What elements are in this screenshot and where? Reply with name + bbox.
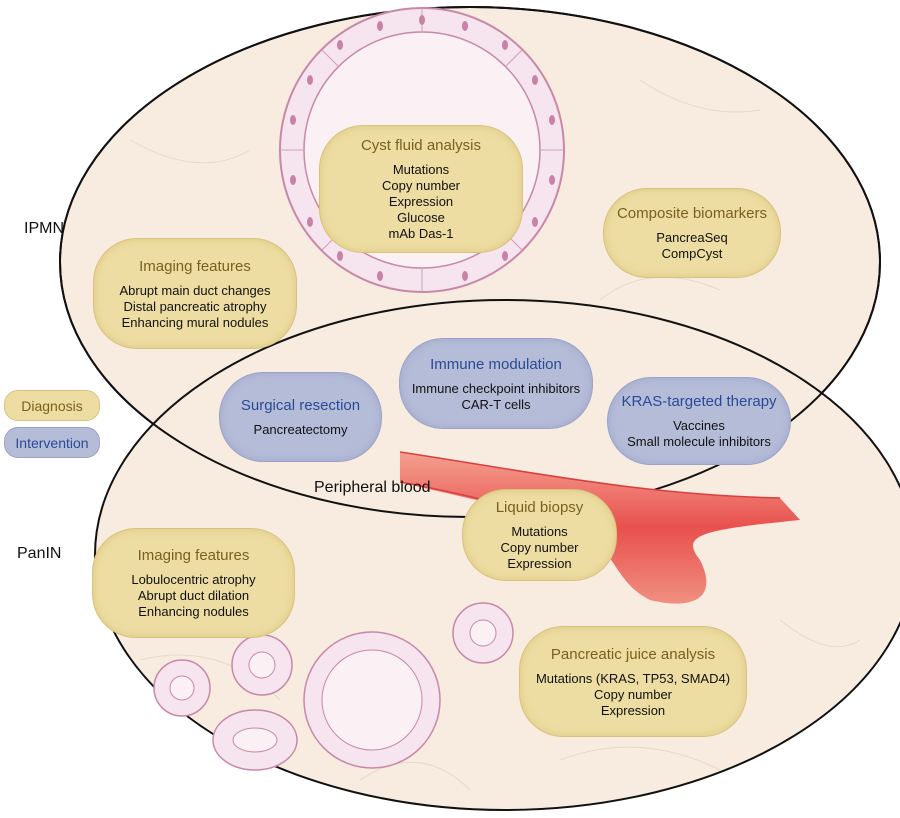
box-item: Mutations xyxy=(392,162,450,177)
box-imaging-features-panin: Imaging features Lobulocentric atrophy A… xyxy=(92,528,295,638)
box-item: PancreaSeq xyxy=(656,230,728,245)
panin-acini-lumens xyxy=(169,619,497,753)
box-item: Abrupt duct dilation xyxy=(137,588,250,603)
box-item: Glucose xyxy=(397,210,445,225)
box-item: Mutations (KRAS, TP53, SMAD4) xyxy=(535,670,731,686)
box-item: Mutations xyxy=(511,524,568,539)
box-title: Cyst fluid analysis xyxy=(360,137,482,154)
box-item: CAR-T cells xyxy=(461,396,531,412)
box-pancreatic-juice-analysis: Pancreatic juice analysis Mutations (KRA… xyxy=(519,626,747,737)
box-item: Copy number xyxy=(381,178,461,193)
box-title: Imaging features xyxy=(137,547,250,564)
peripheral-blood-label: Peripheral blood xyxy=(314,479,431,496)
box-item: Distal pancreatic atrophy xyxy=(123,298,267,314)
box-item: CompCyst xyxy=(661,246,723,261)
box-item: Pancreatectomy xyxy=(253,422,348,437)
box-title: Liquid biopsy xyxy=(495,499,584,516)
box-immune-modulation: Immune modulation Immune checkpoint inhi… xyxy=(399,338,593,429)
box-liquid-biopsy: Liquid biopsy Mutations Copy number Expr… xyxy=(462,489,617,581)
box-item: Copy number xyxy=(500,540,579,555)
box-item: mAb Das-1 xyxy=(388,226,454,241)
box-title: Composite biomarkers xyxy=(616,205,768,222)
box-item: Lobulocentric atrophy xyxy=(131,572,256,587)
box-item: Vaccines xyxy=(673,418,725,433)
box-title: Imaging features xyxy=(139,257,251,275)
box-item: Immune checkpoint inhibitors xyxy=(411,380,581,396)
legend-diagnosis: Diagnosis xyxy=(4,390,100,421)
ipmn-label: IPMN xyxy=(24,220,64,237)
box-item: Enhancing mural nodules xyxy=(121,314,269,330)
box-item: Small molecule inhibitors xyxy=(627,434,771,449)
box-item: Expression xyxy=(388,194,454,209)
box-surgical-resection: Surgical resection Pancreatectomy xyxy=(219,372,382,462)
box-title: Pancreatic juice analysis xyxy=(550,645,716,663)
legend-intervention: Intervention xyxy=(4,427,100,458)
box-title: Immune modulation xyxy=(430,355,562,373)
box-composite-biomarkers: Composite biomarkers PancreaSeq CompCyst xyxy=(603,188,781,278)
tissue-fibers xyxy=(129,79,861,791)
box-title: KRAS-targeted therapy xyxy=(621,393,777,410)
box-item: Abrupt main duct changes xyxy=(119,282,271,298)
box-imaging-features-ipmn: Imaging features Abrupt main duct change… xyxy=(93,238,297,349)
box-cyst-fluid-analysis: Cyst fluid analysis Mutations Copy numbe… xyxy=(319,125,523,253)
box-item: Enhancing nodules xyxy=(138,604,249,619)
box-item: Expression xyxy=(600,702,666,718)
panin-label: PanIN xyxy=(17,545,62,562)
box-item: Copy number xyxy=(593,686,673,702)
box-title: Surgical resection xyxy=(240,397,361,414)
box-kras-targeted-therapy: KRAS-targeted therapy Vaccines Small mol… xyxy=(607,377,791,465)
box-item: Expression xyxy=(507,556,572,571)
